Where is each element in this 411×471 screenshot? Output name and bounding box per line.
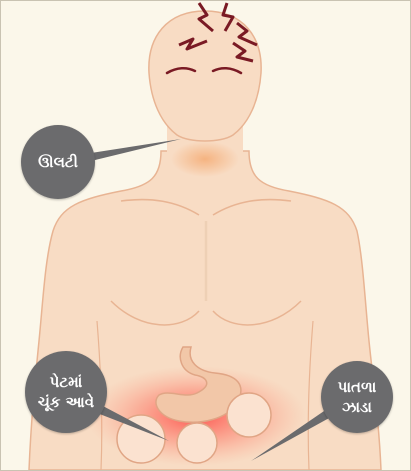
cramps-text-line2: ચૂંક આવે (38, 392, 94, 412)
nausea-label: ઊલટી (21, 125, 95, 199)
throat-irritation (171, 141, 239, 177)
diarrhea-label: પાતળા ઝાડા (321, 361, 393, 433)
diarrhea-text-line1: પાતળા (338, 377, 377, 397)
stomach-cramps-label: પેટમાં ચૂંક આવે (25, 351, 107, 433)
cramps-text-line1: પેટમાં (50, 372, 83, 392)
nausea-text: ઊલટી (38, 152, 78, 172)
diarrhea-text-line2: ઝાડા (342, 397, 372, 417)
